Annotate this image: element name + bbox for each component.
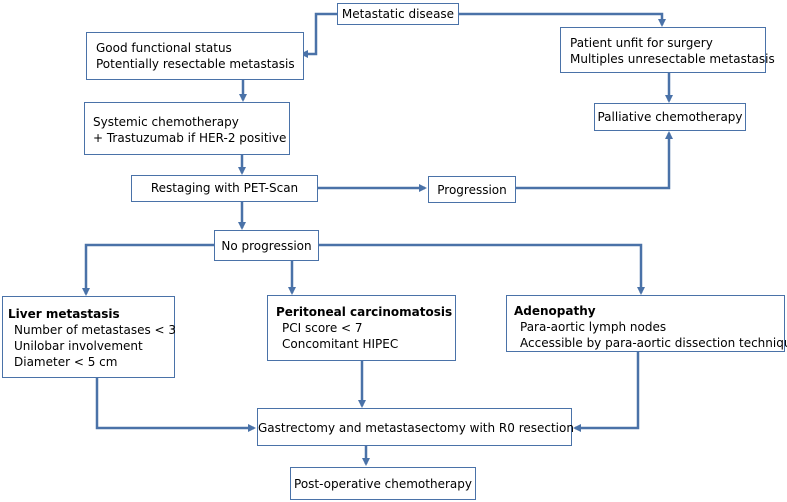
node-title: Liver metastasis	[8, 307, 120, 321]
node-text: Post-operative chemotherapy	[294, 477, 472, 491]
arrow-adenopathy-to-gastrectomy	[573, 352, 640, 432]
node-text-line1: Patient unfit for surgery	[570, 36, 713, 50]
node-no-progression: No progression	[214, 230, 319, 261]
node-gastrectomy-metastasectomy: Gastrectomy and metastasectomy with R0 r…	[257, 408, 574, 446]
node-text: Progression	[437, 183, 507, 197]
node-palliative-chemotherapy: Palliative chemotherapy	[594, 103, 746, 131]
node-good-functional-status: Good functional status Potentially resec…	[86, 32, 304, 80]
node-systemic-chemotherapy: Systemic chemotherapy + Trastuzumab if H…	[84, 102, 290, 155]
node-title: Peritoneal carcinomatosis	[276, 305, 453, 319]
node-item: Accessible by para-aortic dissection tec…	[520, 336, 787, 350]
node-text: Gastrectomy and metastasectomy with R0 r…	[258, 421, 574, 435]
node-text: Metastatic disease	[341, 7, 455, 21]
arrow-no-progression-to-liver	[82, 243, 214, 296]
node-title: Adenopathy	[514, 304, 596, 318]
node-patient-unfit: Patient unfit for surgery Multiples unre…	[560, 27, 775, 73]
node-restaging-pet-scan: Restaging with PET-Scan	[131, 175, 318, 202]
node-adenopathy: Adenopathy Para-aortic lymph nodes Acces…	[506, 295, 787, 352]
node-item: Number of metastases < 3	[14, 323, 177, 337]
node-text-line2: Potentially resectable metastasis	[96, 57, 295, 71]
node-item: Concomitant HIPEC	[282, 337, 399, 351]
arrow-progression-to-palliative	[516, 131, 673, 190]
node-item: PCI score < 7	[282, 321, 363, 335]
node-item: Diameter < 5 cm	[14, 355, 118, 369]
node-metastatic-disease: Metastatic disease	[337, 3, 459, 25]
node-text: No progression	[221, 239, 312, 253]
node-item: Para-aortic lymph nodes	[520, 320, 667, 334]
node-item: Unilobar involvement	[14, 339, 143, 353]
node-post-operative-chemotherapy: Post-operative chemotherapy	[290, 467, 476, 500]
node-text-line1: Good functional status	[96, 41, 232, 55]
node-text: Restaging with PET-Scan	[150, 181, 299, 195]
arrow-metastatic-to-good-status	[300, 12, 337, 58]
node-text-line2: + Trastuzumab if HER-2 positive	[93, 131, 287, 145]
node-text-line1: Systemic chemotherapy	[93, 115, 239, 129]
node-text: Palliative chemotherapy	[597, 110, 743, 124]
arrow-no-progression-to-adenopathy	[319, 243, 645, 295]
node-liver-metastasis: Liver metastasis Number of metastases < …	[2, 296, 177, 378]
arrow-liver-to-gastrectomy	[95, 378, 256, 432]
node-peritoneal-carcinomatosis: Peritoneal carcinomatosis PCI score < 7 …	[267, 295, 456, 361]
node-progression: Progression	[428, 176, 516, 203]
arrow-metastatic-to-unfit	[459, 12, 666, 27]
node-text-line2: Multiples unresectable metastasis	[570, 52, 775, 66]
